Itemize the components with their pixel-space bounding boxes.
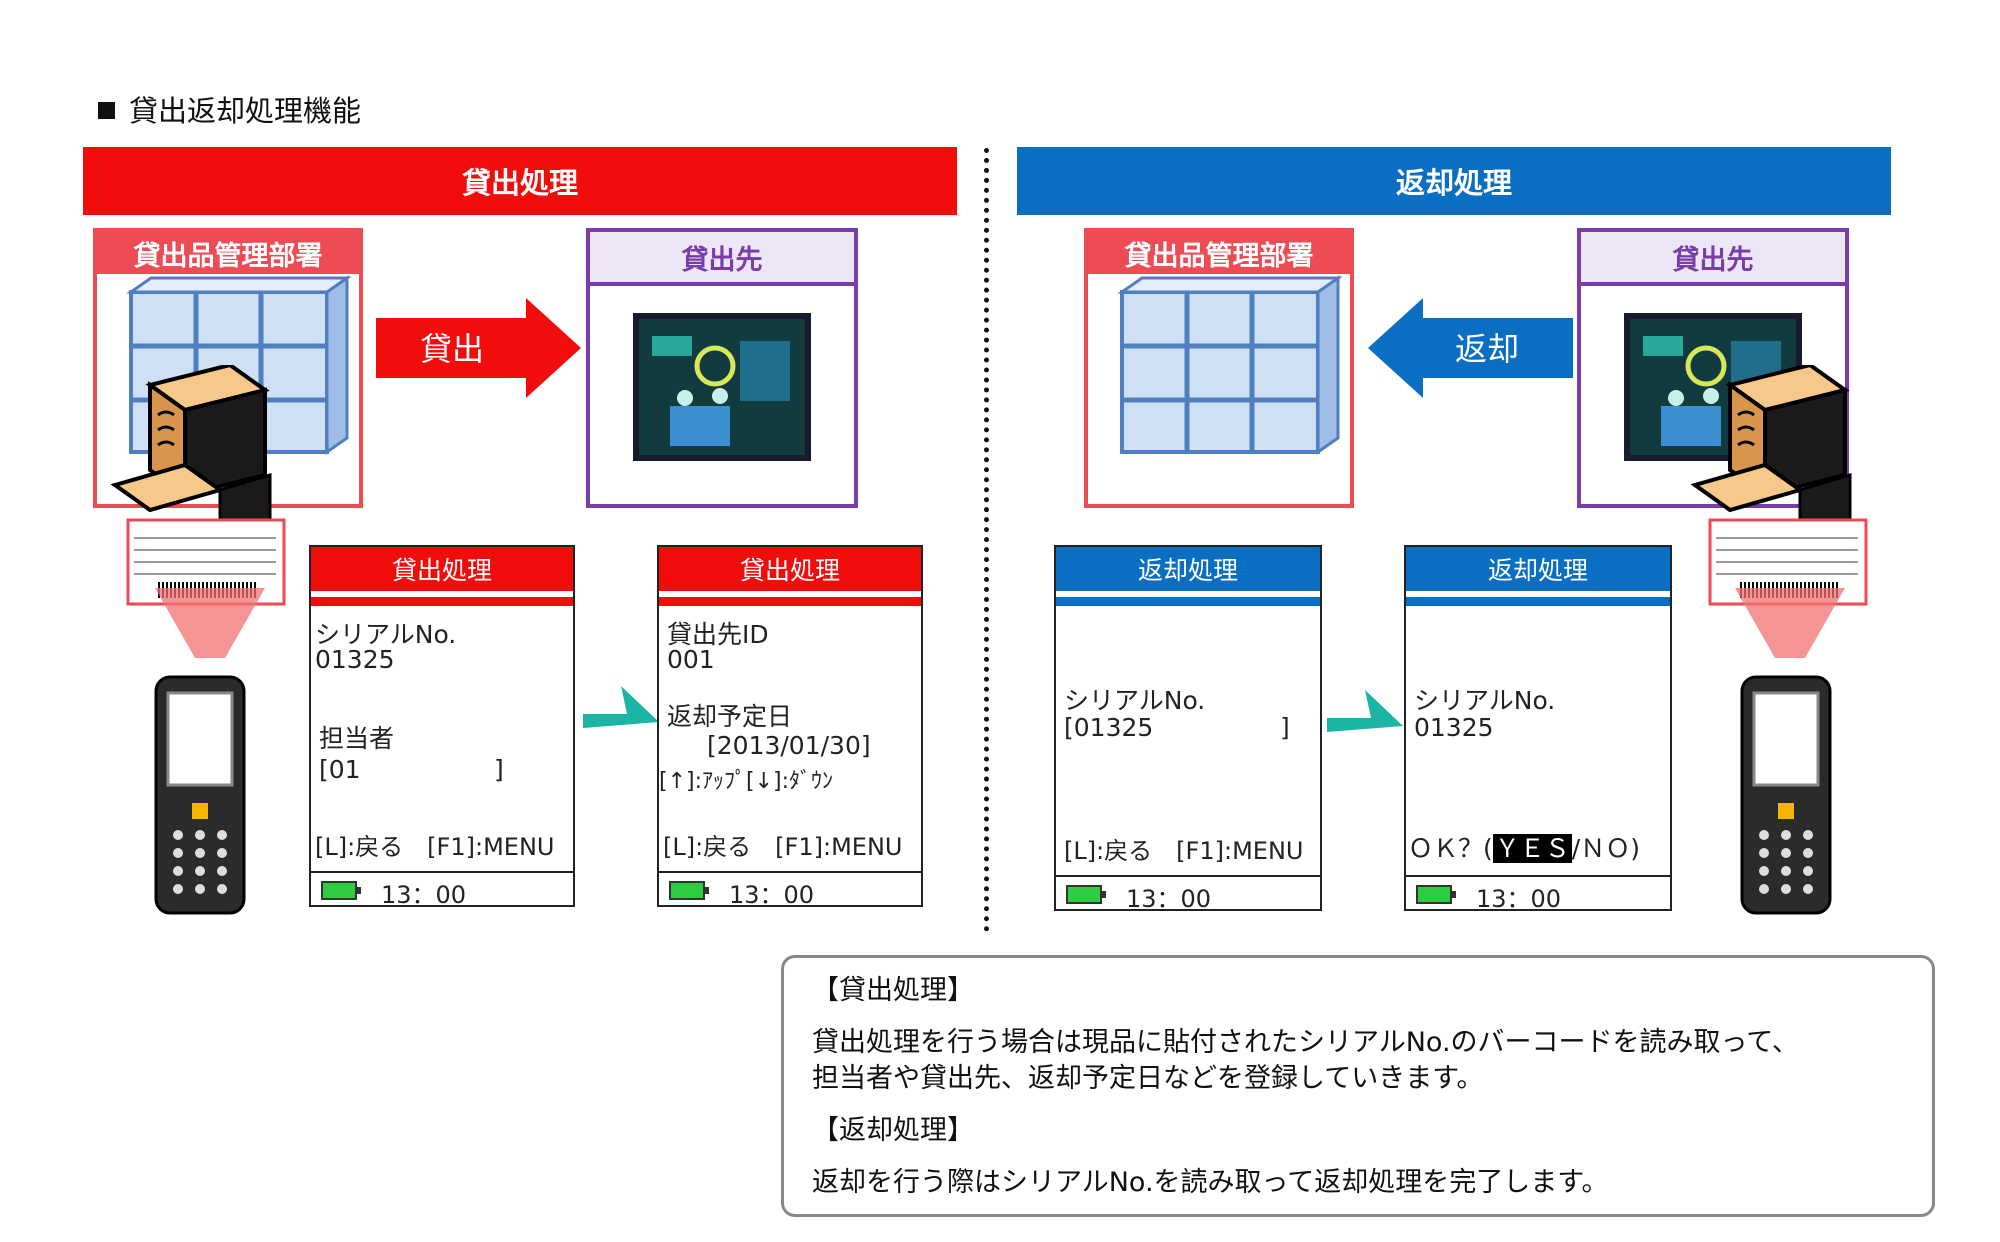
yes-option[interactable]: ＹＥＳ (1492, 834, 1572, 863)
return-arrow-label: 返却 (1455, 330, 1520, 368)
loan-scanner-screen-1: 貸出処理 シリアルNo. 01325 担当者 [01 ] [L]:戻る [F1]… (309, 545, 575, 909)
return-banner-text: 返却処理 (1395, 166, 1512, 200)
page-title: 貸出返却処理機能 (98, 88, 361, 130)
loan-text-1: 貸出処理を行う場合は現品に貼付されたシリアルNo.のバーコードを読み取って、 (812, 1027, 1799, 1058)
serial-value: 01325 (315, 645, 395, 674)
handheld-scanner-icon (154, 675, 246, 915)
footer-keys[interactable]: [L]:戻る [F1]:MENU (1064, 837, 1304, 865)
dest-id-value[interactable]: 001 (667, 645, 715, 674)
return-heading: 【返却処理】 (812, 1115, 974, 1146)
box-icon (110, 365, 272, 535)
footer-keys[interactable]: [L]:戻る [F1]:MENU (315, 833, 555, 861)
screen-header: 返却処理 (1056, 547, 1320, 591)
shelf-icon (1117, 275, 1343, 455)
square-bullet-icon (98, 102, 115, 119)
due-date-label: 返却予定日 (667, 702, 793, 731)
return-arrow (1368, 298, 1573, 398)
screen-header: 貸出処理 (659, 547, 921, 591)
return-scanner-screen-2: 返却処理 シリアルNo. 01325 ＯＫ？(ＹＥＳ/ＮＯ) 13：00 (1404, 545, 1672, 913)
person-input[interactable]: [01 (319, 755, 361, 784)
scan-beam-icon (1735, 588, 1845, 658)
battery-icon (1066, 885, 1106, 904)
explanation-box: 【貸出処理】 貸出処理を行う場合は現品に貼付されたシリアルNo.のバーコードを読… (781, 955, 1935, 1217)
loan-banner: 貸出処理 (83, 147, 957, 215)
person-input-close: ] (494, 755, 504, 784)
teal-arrow-2 (1327, 690, 1403, 732)
loan-text-2: 担当者や貸出先、返却予定日などを登録していきます。 (812, 1063, 1484, 1094)
screen-header: 返却処理 (1406, 547, 1670, 591)
loan-dest-label: 貸出先 (590, 232, 854, 286)
battery-icon (669, 881, 709, 900)
handheld-scanner-icon (1740, 675, 1832, 915)
clock: 13：00 (1476, 885, 1562, 913)
serial-label: シリアルNo. (1064, 686, 1206, 715)
updown-hint: [↑]:ｱｯﾌﾟ[↓]:ﾀﾞｳﾝ (659, 769, 834, 794)
status-bar: 13：00 (1406, 875, 1670, 913)
serial-input[interactable]: [01325 (1064, 713, 1154, 742)
serial-label: シリアルNo. (1414, 686, 1556, 715)
section-divider (984, 148, 989, 932)
serial-input-close: ] (1280, 713, 1290, 742)
ok-confirm: ＯＫ？(ＹＥＳ/ＮＯ) (1408, 829, 1640, 865)
scan-beam-icon (155, 588, 265, 658)
ok-prefix: ＯＫ？( (1408, 834, 1493, 863)
clock: 13：00 (1126, 885, 1212, 913)
clock: 13：00 (381, 881, 467, 909)
dest-id-label: 貸出先ID (667, 620, 769, 649)
serial-value: 01325 (1414, 713, 1494, 742)
header-underline (1056, 597, 1320, 606)
due-date-value[interactable]: [2013/01/30] (707, 731, 871, 760)
screen-header: 貸出処理 (311, 547, 573, 591)
loan-scanner-screen-2: 貸出処理 貸出先ID 001 返却予定日 [2013/01/30] [↑]:ｱｯ… (657, 545, 923, 909)
return-banner: 返却処理 (1017, 147, 1891, 215)
header-underline (311, 597, 573, 606)
loan-arrow-label: 貸出 (420, 330, 485, 368)
return-dest-box: 貸出先 (1577, 228, 1849, 508)
loan-heading: 【貸出処理】 (812, 975, 974, 1006)
battery-icon (321, 881, 361, 900)
status-bar: 13：00 (311, 871, 573, 909)
loan-arrow (376, 298, 581, 398)
loan-dest-box: 貸出先 (586, 228, 858, 508)
teal-arrow-1 (583, 686, 659, 728)
factory-scene-icon (633, 313, 811, 461)
status-bar: 13：00 (659, 871, 921, 909)
page-title-text: 貸出返却処理機能 (129, 94, 362, 128)
return-dest-label: 貸出先 (1581, 232, 1845, 286)
loan-dept-label: 貸出品管理部署 (97, 232, 359, 274)
clock: 13：00 (729, 881, 815, 909)
return-dept-label: 貸出品管理部署 (1088, 232, 1350, 274)
person-label: 担当者 (319, 724, 395, 753)
return-text: 返却を行う際はシリアルNo.を読み取って返却処理を完了します。 (812, 1167, 1609, 1198)
return-dept-box: 貸出品管理部署 (1084, 228, 1354, 508)
return-scanner-screen-1: 返却処理 シリアルNo. [01325 ] [L]:戻る [F1]:MENU 1… (1054, 545, 1322, 913)
status-bar: 13：00 (1056, 875, 1320, 913)
serial-label: シリアルNo. (315, 620, 457, 649)
no-option[interactable]: /ＮＯ) (1571, 834, 1640, 863)
header-underline (1406, 597, 1670, 606)
battery-icon (1416, 885, 1456, 904)
box-icon (1690, 365, 1852, 535)
footer-keys[interactable]: [L]:戻る [F1]:MENU (663, 833, 903, 861)
loan-banner-text: 貸出処理 (461, 166, 578, 200)
header-underline (659, 597, 921, 606)
